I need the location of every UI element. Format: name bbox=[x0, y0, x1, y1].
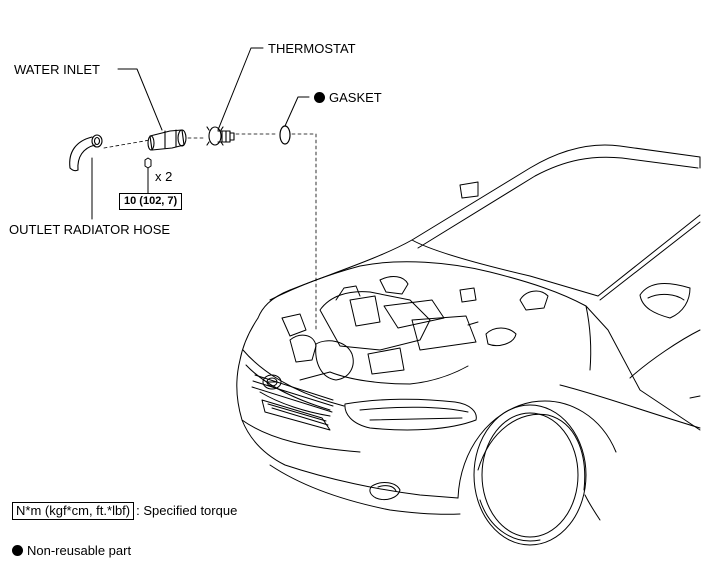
water-inlet-leader bbox=[117, 68, 163, 131]
assembly-lines bbox=[103, 133, 317, 331]
bolt-quantity-label: x 2 bbox=[155, 169, 173, 184]
nonreusable-legend-text: Non-reusable part bbox=[27, 543, 132, 558]
legend-nonreusable: Non-reusable part bbox=[12, 543, 131, 558]
non-reusable-legend-dot-icon bbox=[12, 545, 23, 556]
hose-to-inlet-line bbox=[103, 139, 151, 149]
thermostat-label: THERMOSTAT bbox=[268, 41, 356, 56]
outlet-radiator-hose-label: OUTLET RADIATOR HOSE bbox=[9, 222, 171, 237]
outlet-radiator-hose bbox=[69, 134, 103, 172]
gasket-leader bbox=[284, 96, 310, 127]
car-body bbox=[236, 144, 701, 546]
torque-legend-text: : Specified torque bbox=[136, 503, 238, 518]
bolt-part bbox=[144, 157, 152, 173]
torque-unit-box: N*m (kgf*cm, ft.*lbf) bbox=[12, 502, 135, 520]
gasket-label: GASKET bbox=[314, 90, 382, 105]
torque-spec-box: 10 (102, 7) bbox=[119, 193, 183, 210]
legend-torque: N*m (kgf*cm, ft.*lbf): Specified torque bbox=[12, 502, 237, 520]
gasket-part bbox=[279, 125, 291, 145]
leader-lines bbox=[91, 47, 310, 220]
gasket-label-text: GASKET bbox=[329, 90, 382, 105]
water-inlet-part bbox=[147, 129, 187, 151]
thermostat-leader bbox=[217, 47, 264, 131]
non-reusable-dot-icon bbox=[314, 92, 325, 103]
gasket-to-engine-line bbox=[291, 133, 317, 331]
thermostat-part bbox=[206, 126, 235, 146]
water-inlet-label: WATER INLET bbox=[14, 62, 100, 77]
